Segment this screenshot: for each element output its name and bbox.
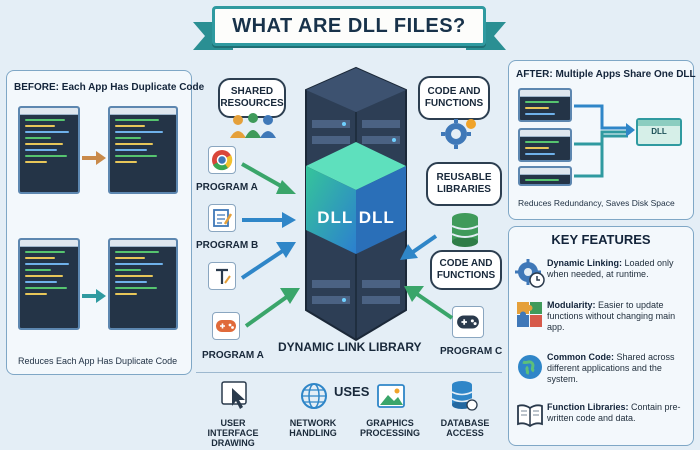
globe-icon [301,383,327,409]
globe-icon [518,355,542,379]
before-panel-title: BEFORE: Each App Has Duplicate Code [14,82,205,93]
code-window [518,128,572,162]
gear-clock-icon [515,259,545,288]
share-arrows [574,104,635,178]
code-window [18,238,80,330]
gear-icon [441,119,476,149]
use-ui-drawing: USER INTERFACE DRAWING [207,418,259,448]
code-window [518,166,572,186]
key-features-heading: KEY FEATURES [551,232,651,247]
use-network-handling: NETWORK HANDLING [289,418,337,438]
bubble-code-functions-bottom: CODE AND FUNCTIONS [430,250,502,290]
code-window [18,106,80,194]
link-arrow [242,212,296,228]
uses-heading: USES [334,384,370,399]
chrome-icon [208,146,236,174]
code-window [108,238,178,330]
feature-common-code: Common Code: Shared across different app… [547,352,675,384]
use-graphics-processing: GRAPHICS PROCESSING [359,418,420,438]
use-database-access: DATABASE ACCESS [440,418,490,438]
gamepad-icon [212,312,240,340]
after-panel-title: AFTER: Multiple Apps Share One DLL [516,69,696,80]
duplicate-arrow [82,151,106,165]
bubble-shared-resources: SHARED RESOURCES [218,78,286,118]
feature-dynamic-linking: Dynamic Linking: Loaded only when needed… [547,258,674,279]
program-c-label: PROGRAM C [440,346,503,357]
link-arrow [404,286,454,320]
link-arrow [400,234,438,260]
dynamic-link-library-label: DYNAMIC LINK LIBRARY [278,340,422,354]
people-icon [230,113,276,138]
page-title: WHAT ARE DLL FILES? [212,6,486,46]
feature-modularity: Modularity: Easier to update functions w… [547,300,676,332]
cursor-icon [221,381,247,409]
image-icon [377,384,405,408]
notepad-icon [208,204,236,232]
database-icon [451,381,478,411]
bubble-code-functions-top: CODE AND FUNCTIONS [418,76,490,120]
program-a-bottom-label: PROGRAM A [202,350,264,361]
before-panel-caption: Reduces Each App Has Duplicate Code [18,356,178,366]
program-b-label: PROGRAM B [196,240,259,251]
bubble-reusable-libraries: REUSABLE LIBRARIES [426,162,502,206]
dll-cube [306,142,406,254]
book-icon [517,404,543,428]
link-arrow [241,162,296,194]
link-arrow [244,288,300,328]
database-icon [451,213,479,247]
dll-cube-label: DLL DLL [317,208,395,227]
dll-tag: DLL [651,127,667,136]
code-window [518,88,572,122]
code-window [108,106,178,194]
link-arrow [240,242,296,280]
dll-box: DLL [636,118,682,146]
feature-function-libraries: Function Libraries: Contain pre-written … [547,402,681,423]
puzzle-icon [517,302,542,327]
uses-strip [196,372,502,448]
after-panel-caption: Reduces Redundancy, Saves Disk Space [518,198,675,208]
text-editor-icon [208,262,236,290]
gamepad-icon [452,306,484,338]
program-a-top-label: PROGRAM A [196,182,258,193]
duplicate-arrow [82,289,106,303]
